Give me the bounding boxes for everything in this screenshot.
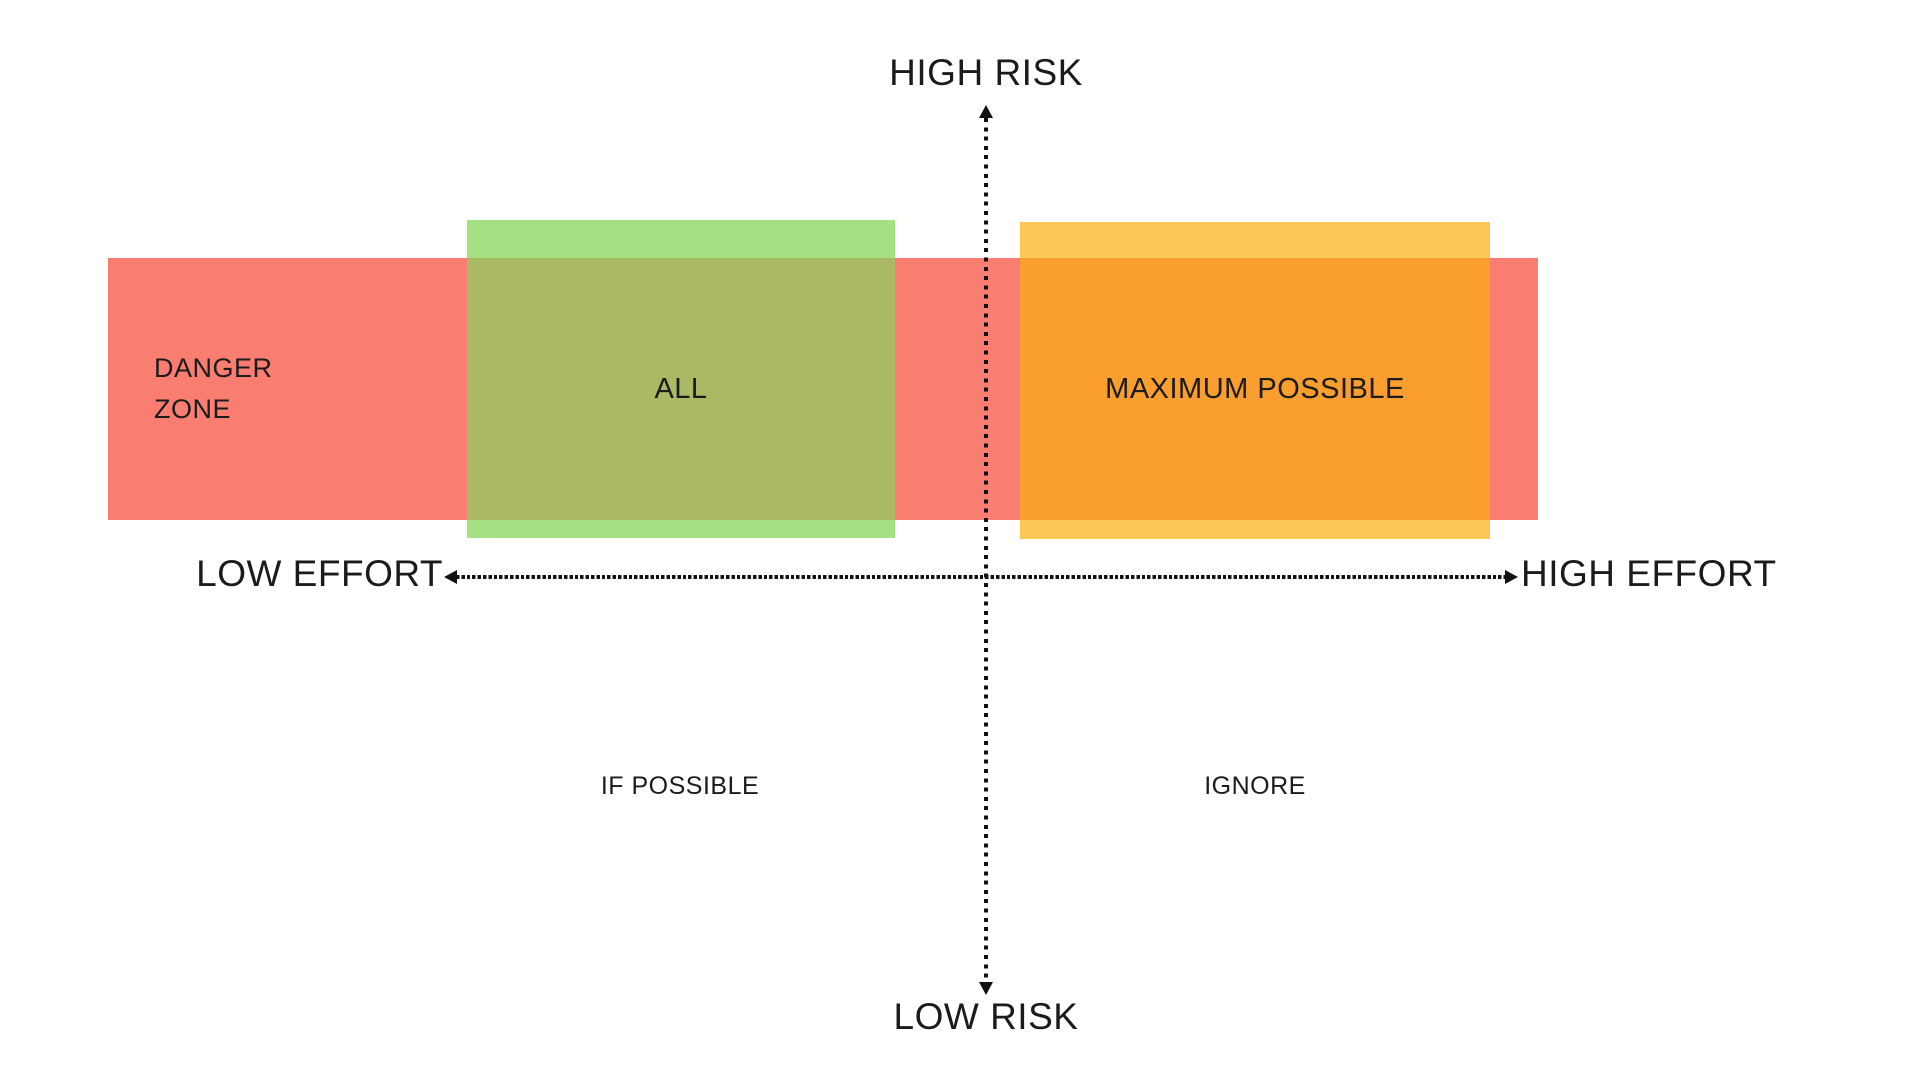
maximum-possible-zone-label: MAXIMUM POSSIBLE	[1105, 372, 1405, 405]
low-effort-label: LOW EFFORT	[196, 553, 443, 594]
high-risk-label: HIGH RISK	[889, 52, 1083, 93]
risk-axis-line	[984, 118, 988, 984]
high-effort-label: HIGH EFFORT	[1521, 553, 1777, 594]
risk-axis-arrow-up-icon	[979, 105, 993, 118]
danger-zone-label-line1: DANGER	[154, 353, 273, 383]
low-risk-label: LOW RISK	[893, 996, 1079, 1037]
risk-axis-arrow-down-icon	[979, 982, 993, 995]
effort-axis-arrow-right-icon	[1505, 570, 1518, 584]
effort-axis-arrow-left-icon	[444, 570, 457, 584]
ignore-label: IGNORE	[1204, 772, 1306, 800]
danger-zone-label-line2: ZONE	[154, 394, 232, 424]
maximum-possible-zone-overlap: MAXIMUM POSSIBLE	[1020, 258, 1490, 520]
danger-zone-label: DANGER ZONE	[154, 348, 273, 430]
all-zone-overlap: ALL	[467, 258, 895, 520]
all-zone-label: ALL	[654, 372, 708, 405]
effort-axis-line	[456, 575, 1506, 579]
if-possible-label: IF POSSIBLE	[600, 772, 760, 800]
